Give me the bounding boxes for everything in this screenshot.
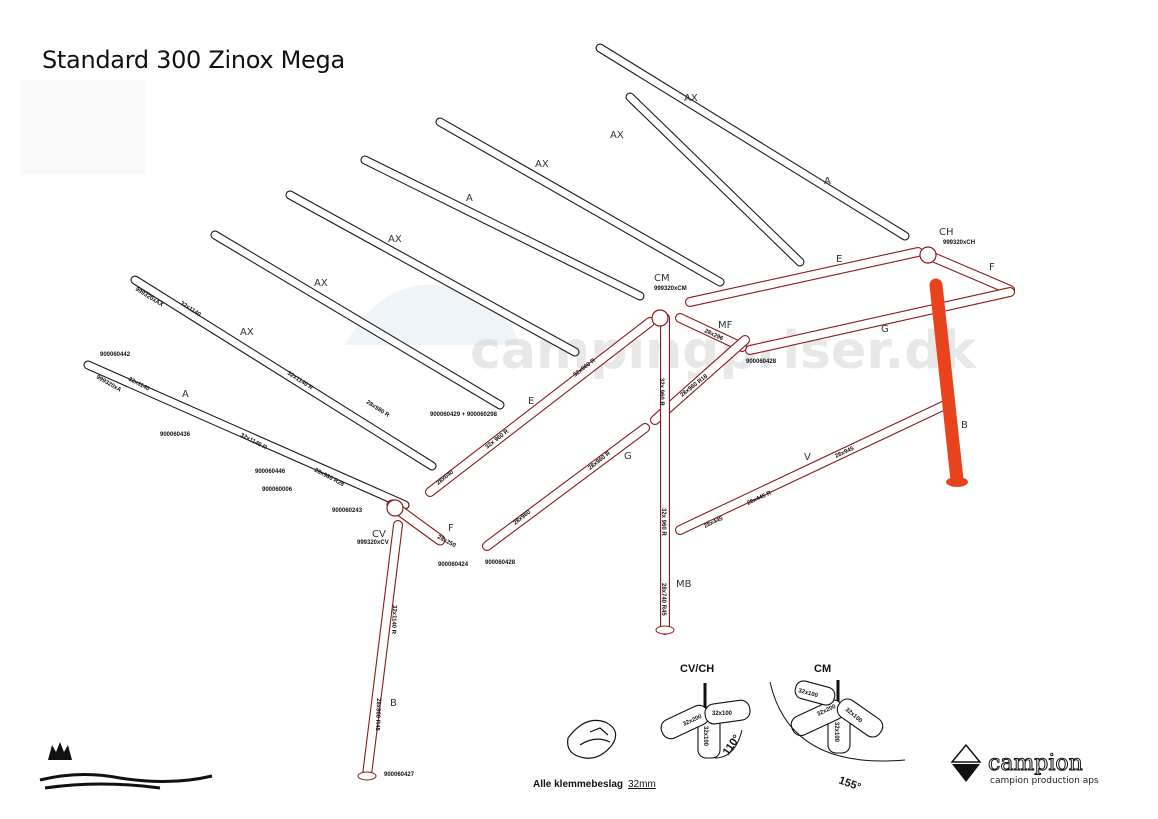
label-ax: AX (684, 93, 698, 104)
label-v: V (804, 452, 811, 463)
code: 900060427 (384, 772, 415, 778)
joint-cm (651, 309, 669, 327)
clamp-note: Alle klemmebeslag (533, 779, 623, 790)
roof-pole-fill (131, 276, 436, 470)
beam-g-fill (483, 424, 649, 550)
roof-pole-fill (84, 361, 409, 509)
foot-plate (655, 625, 675, 635)
isabella-wordmark (39, 772, 213, 790)
dim: 32x100 (712, 711, 733, 717)
label-b: B (961, 420, 968, 431)
foot-plate (357, 771, 377, 781)
label-g: G (881, 324, 889, 335)
label-e: E (836, 254, 842, 265)
code-cm: 999320xCM (654, 286, 687, 292)
beam-v-fill (676, 401, 949, 534)
code: 900060436 (160, 432, 191, 438)
label-f: F (989, 262, 995, 273)
code: 900060442 (100, 352, 131, 358)
cm-detail: CM 32x100 32x200 32x100 32x100 155° (769, 663, 906, 794)
dim: 32x 960 R (485, 428, 511, 450)
label-g: G (624, 451, 632, 462)
label-a: A (824, 176, 831, 187)
campion-wordmark: campion (988, 751, 1083, 776)
blank-area (20, 80, 145, 175)
code: 900060428 (485, 560, 516, 566)
label-a: A (466, 193, 473, 204)
dim: 28x860 R45 (374, 698, 381, 732)
dim: 32x1140 R (390, 605, 397, 635)
roof-pole-fill (211, 231, 504, 409)
dim: 32x 960 R (658, 378, 664, 406)
roof-pole-fill (286, 191, 579, 356)
clamp-size: 32mm (628, 779, 656, 790)
angle-label: 155° (837, 775, 862, 794)
label-e: E (528, 396, 534, 407)
front-leg-fill (363, 521, 402, 779)
roof-pole-fill (626, 93, 804, 266)
beam-g-fill (746, 288, 1014, 354)
dim: 32x100 (702, 726, 708, 747)
label-ax: AX (535, 159, 549, 170)
beam-e-fill (426, 318, 654, 496)
code-cv: 999320xCV (357, 540, 389, 546)
label-mf: MF (718, 320, 733, 331)
cvch-title: CV/CH (680, 663, 714, 675)
label-f: F (448, 523, 454, 534)
label-ax: AX (314, 278, 328, 289)
label-b: B (390, 698, 397, 709)
campion-logo: campion campion production aps (950, 743, 1099, 786)
watermark-text: campingpriser.dk (470, 321, 978, 381)
dim: 32x100 (797, 688, 819, 699)
label-a: A (182, 389, 189, 400)
label-cm: CM (654, 273, 670, 284)
part-labels: AX A AX AX A AX AX AX A CH CM CV E E F F… (182, 93, 995, 709)
page-title: Standard 300 Zinox Mega (42, 46, 345, 74)
roof-pole-fill (596, 44, 909, 240)
label-ax: AX (610, 130, 624, 141)
beam-f-fill (931, 254, 1014, 294)
roof-pole-fill (436, 118, 724, 286)
beam-e-fill (686, 248, 922, 306)
cvch-detail: CV/CH 32x200 32x100 32x100 110° (660, 663, 751, 759)
crown-icon (48, 742, 72, 760)
corner-leg (929, 278, 964, 487)
code: 900060429 + 900060298 (430, 412, 498, 418)
dim: 28x740 R45 (660, 583, 666, 616)
cm-title: CM (814, 663, 831, 675)
foot-plate (946, 477, 968, 487)
code: 900060006 (262, 487, 293, 493)
dim: 28x980 R (365, 400, 391, 420)
campion-subtitle: campion production aps (990, 776, 1099, 786)
code-ch: 999320xCH (943, 240, 975, 246)
dim: 32x 960 R (660, 508, 666, 536)
campion-triangle-icon (950, 743, 982, 763)
dim: 32x100 (833, 722, 839, 743)
label-mb: MB (676, 579, 692, 590)
isabella-logo (39, 742, 213, 790)
label-ax: AX (388, 234, 402, 245)
code: 900060428 (746, 359, 777, 365)
tubes (83, 43, 1015, 781)
label-ax: AX (240, 327, 254, 338)
watermark: campingpriser.dk (345, 284, 978, 381)
clamp-detail: Alle klemmebeslag 32mm (533, 719, 656, 790)
label-ch: CH (939, 227, 954, 238)
joint-cv (386, 499, 404, 517)
joint-ch (919, 246, 937, 264)
code: 900060424 (438, 562, 469, 568)
label-cv: CV (372, 529, 386, 540)
code: 900060243 (332, 508, 363, 514)
beam-mf-fill (676, 314, 746, 351)
code: 900060446 (255, 469, 286, 475)
roof-pole-fill (361, 156, 644, 300)
part-codes: 999320xCH 999320xCM 999320xCV 900060442 … (95, 240, 975, 778)
